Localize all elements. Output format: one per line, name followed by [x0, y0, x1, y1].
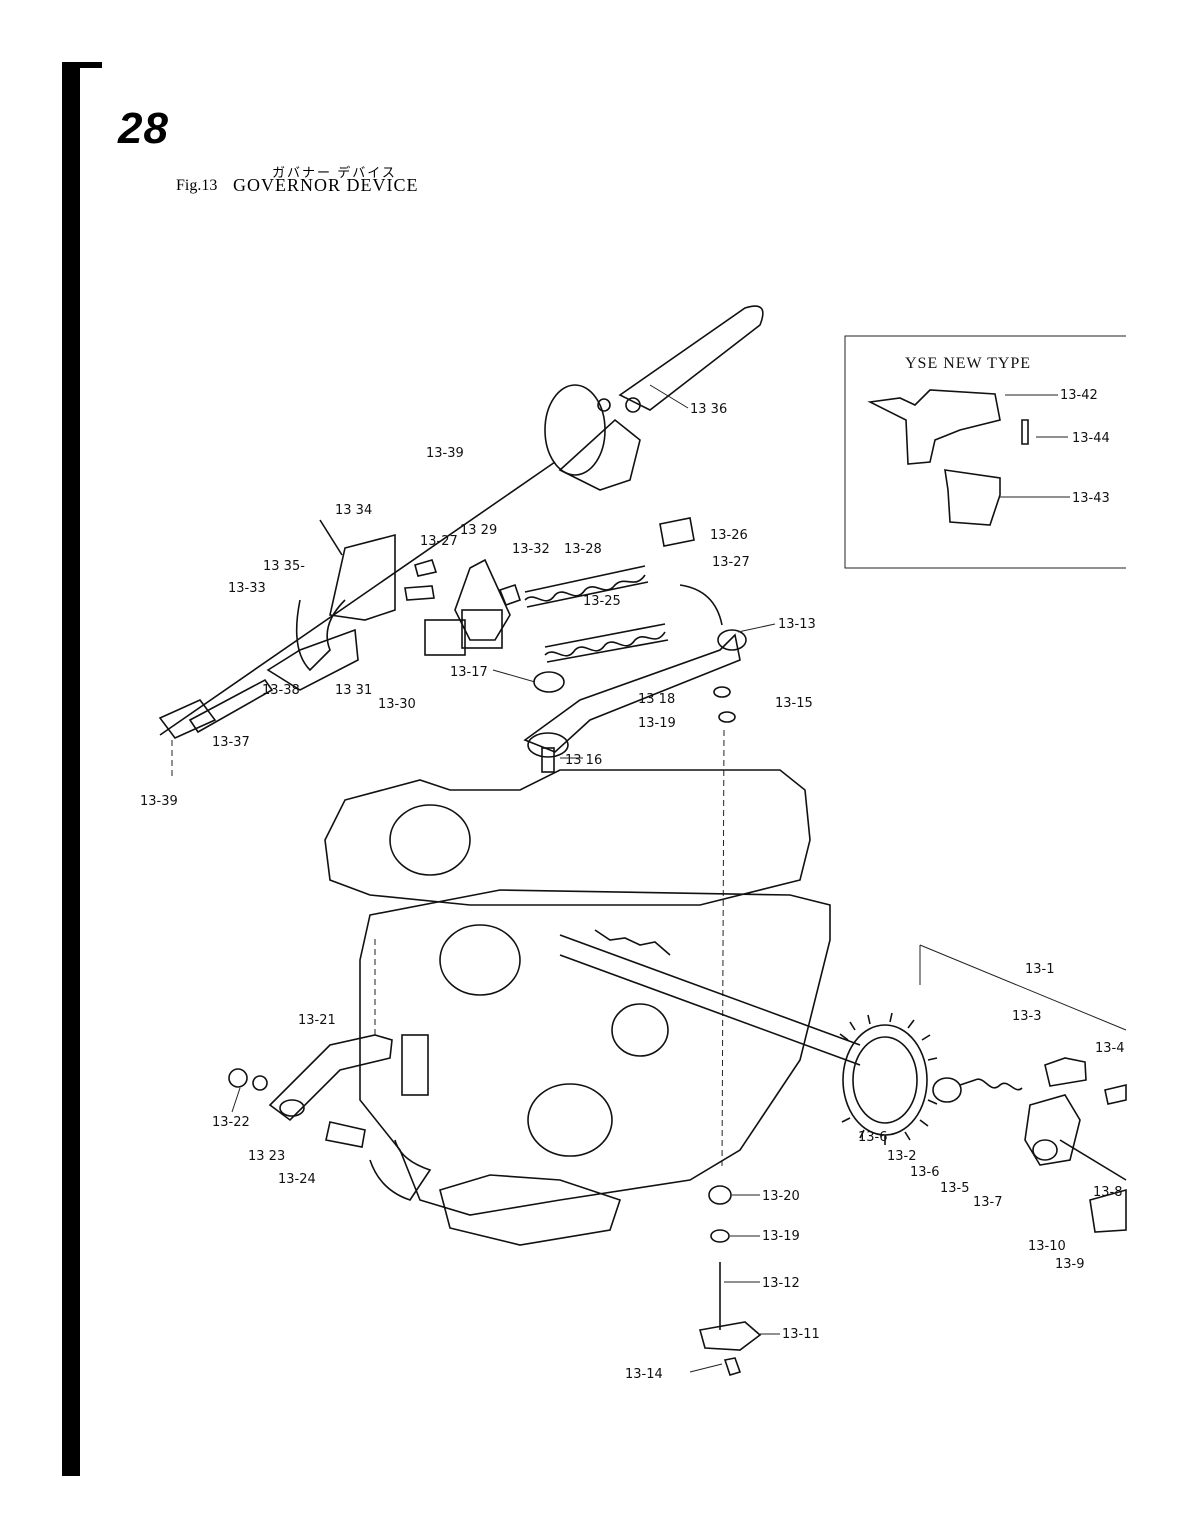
label-13-22: 13-22: [212, 1115, 250, 1130]
rod-13-37: [188, 678, 274, 734]
label-13-11: 13-11: [782, 1327, 820, 1342]
figure-label: Fig.13: [176, 177, 218, 194]
label-13-17: 13-17: [450, 665, 488, 680]
pin-13-14: [723, 1357, 742, 1376]
label-13-39-bottom: 13-39: [140, 794, 178, 809]
label-13-1: 13-1: [1025, 962, 1055, 977]
label-13-9: 13-9: [1055, 1257, 1085, 1272]
control-lever: [544, 305, 764, 491]
washer-13-18: [713, 686, 731, 698]
plate-13-11: [698, 1321, 762, 1351]
label-13-19-top: 13-19: [638, 716, 676, 731]
pin-13-24: [325, 1121, 366, 1148]
bushing-13-17: [533, 671, 565, 693]
inset-label-13-42: 13-42: [1060, 388, 1098, 403]
label-13-20: 13-20: [762, 1189, 800, 1204]
cap-13-20: [708, 1185, 732, 1205]
bracket-13-21: [268, 935, 393, 1122]
label-13-18: 13 18: [638, 692, 675, 707]
label-13-31: 13 31: [335, 683, 372, 698]
label-13-13: 13-13: [778, 617, 816, 632]
label-13-36: 13 36: [690, 402, 727, 417]
label-13-6-left: 13-6: [858, 1130, 888, 1145]
label-13-32: 13-32: [512, 542, 550, 557]
washer-13-19: [718, 711, 736, 723]
label-13-34: 13 34: [335, 503, 372, 518]
label-13-3: 13-3: [1012, 1009, 1042, 1024]
pin-13-9: [1089, 1188, 1127, 1233]
callout-labels: 13 36 13-39 13 34 13 35- 13-33 13-27 13 …: [140, 402, 1125, 1382]
label-13-5: 13-5: [940, 1181, 970, 1196]
figure-title: GOVERNOR DEVICE: [233, 175, 419, 195]
control-cable: [159, 461, 556, 736]
spring-13-28: [524, 565, 649, 608]
label-13-19-bottom: 13-19: [762, 1229, 800, 1244]
label-13-30: 13-30: [378, 697, 416, 712]
label-13-7: 13-7: [973, 1195, 1003, 1210]
gear-13-6: [839, 1012, 938, 1145]
flyweight-13-7: [1024, 1094, 1081, 1166]
label-13-15: 13-15: [775, 696, 813, 711]
label-13-38: 13-38: [262, 683, 300, 698]
label-13-8: 13-8: [1093, 1185, 1123, 1200]
spring-13-25: [544, 623, 669, 663]
inset-plate-13-43: [944, 469, 1001, 526]
inset-screw-13-44: [1021, 419, 1029, 445]
washer-13-19b: [710, 1229, 730, 1243]
weight-holder-13-3: [1044, 1057, 1087, 1087]
bolt-13-16: [541, 747, 555, 773]
inset-title: YSE NEW TYPE: [905, 355, 1031, 372]
binding-edge: [62, 64, 80, 1476]
label-13-29: 13 29: [460, 523, 497, 538]
inset-label-13-44: 13-44: [1072, 431, 1110, 446]
label-13-10: 13-10: [1028, 1239, 1066, 1254]
clip-13-26: [659, 517, 695, 547]
page-number: 28: [118, 104, 169, 153]
label-13-26: 13-26: [710, 528, 748, 543]
leader-lines: [231, 384, 780, 1373]
nut-13-22: [228, 1068, 248, 1088]
figure-japanese-title: ガバナー デバイス: [272, 165, 397, 180]
part-13-4: [1104, 1083, 1127, 1105]
inset-bracket-13-42: [867, 389, 1001, 465]
label-13-4: 13-4: [1095, 1041, 1125, 1056]
joint-13-38: [266, 628, 359, 691]
label-13-27-right: 13-27: [712, 555, 750, 570]
label-13-6-right: 13-6: [910, 1165, 940, 1180]
label-13-37: 13-37: [212, 735, 250, 750]
label-13-21: 13-21: [298, 1013, 336, 1028]
label-13-12: 13-12: [762, 1276, 800, 1291]
label-13-16: 13 16: [565, 753, 602, 768]
label-13-2: 13-2: [887, 1149, 917, 1164]
label-13-24: 13-24: [278, 1172, 316, 1187]
label-13-39-top: 13-39: [426, 446, 464, 461]
inset-box: YSE NEW TYPE 13-42 13-44 13-43: [844, 335, 1126, 569]
label-13-25: 13-25: [583, 594, 621, 609]
label-13-28: 13-28: [564, 542, 602, 557]
cable-end: [158, 699, 217, 739]
bearing-13-2: [932, 1077, 962, 1103]
label-13-33: 13-33: [228, 581, 266, 596]
label-13-35: 13 35-: [263, 559, 305, 574]
bracket-13-34: [295, 519, 438, 672]
washer-13-23: [252, 1075, 268, 1091]
label-13-14: 13-14: [625, 1367, 663, 1382]
governor-housing: [324, 769, 861, 1246]
label-13-27-left: 13-27: [420, 534, 458, 549]
inset-label-13-43: 13-43: [1072, 491, 1110, 506]
binding-edge-cap: [62, 62, 102, 68]
lever-13-29: [424, 558, 522, 656]
spring-13-5: [959, 1078, 1023, 1091]
label-13-23: 13 23: [248, 1149, 285, 1164]
governor-arm-13-13: [523, 584, 747, 758]
